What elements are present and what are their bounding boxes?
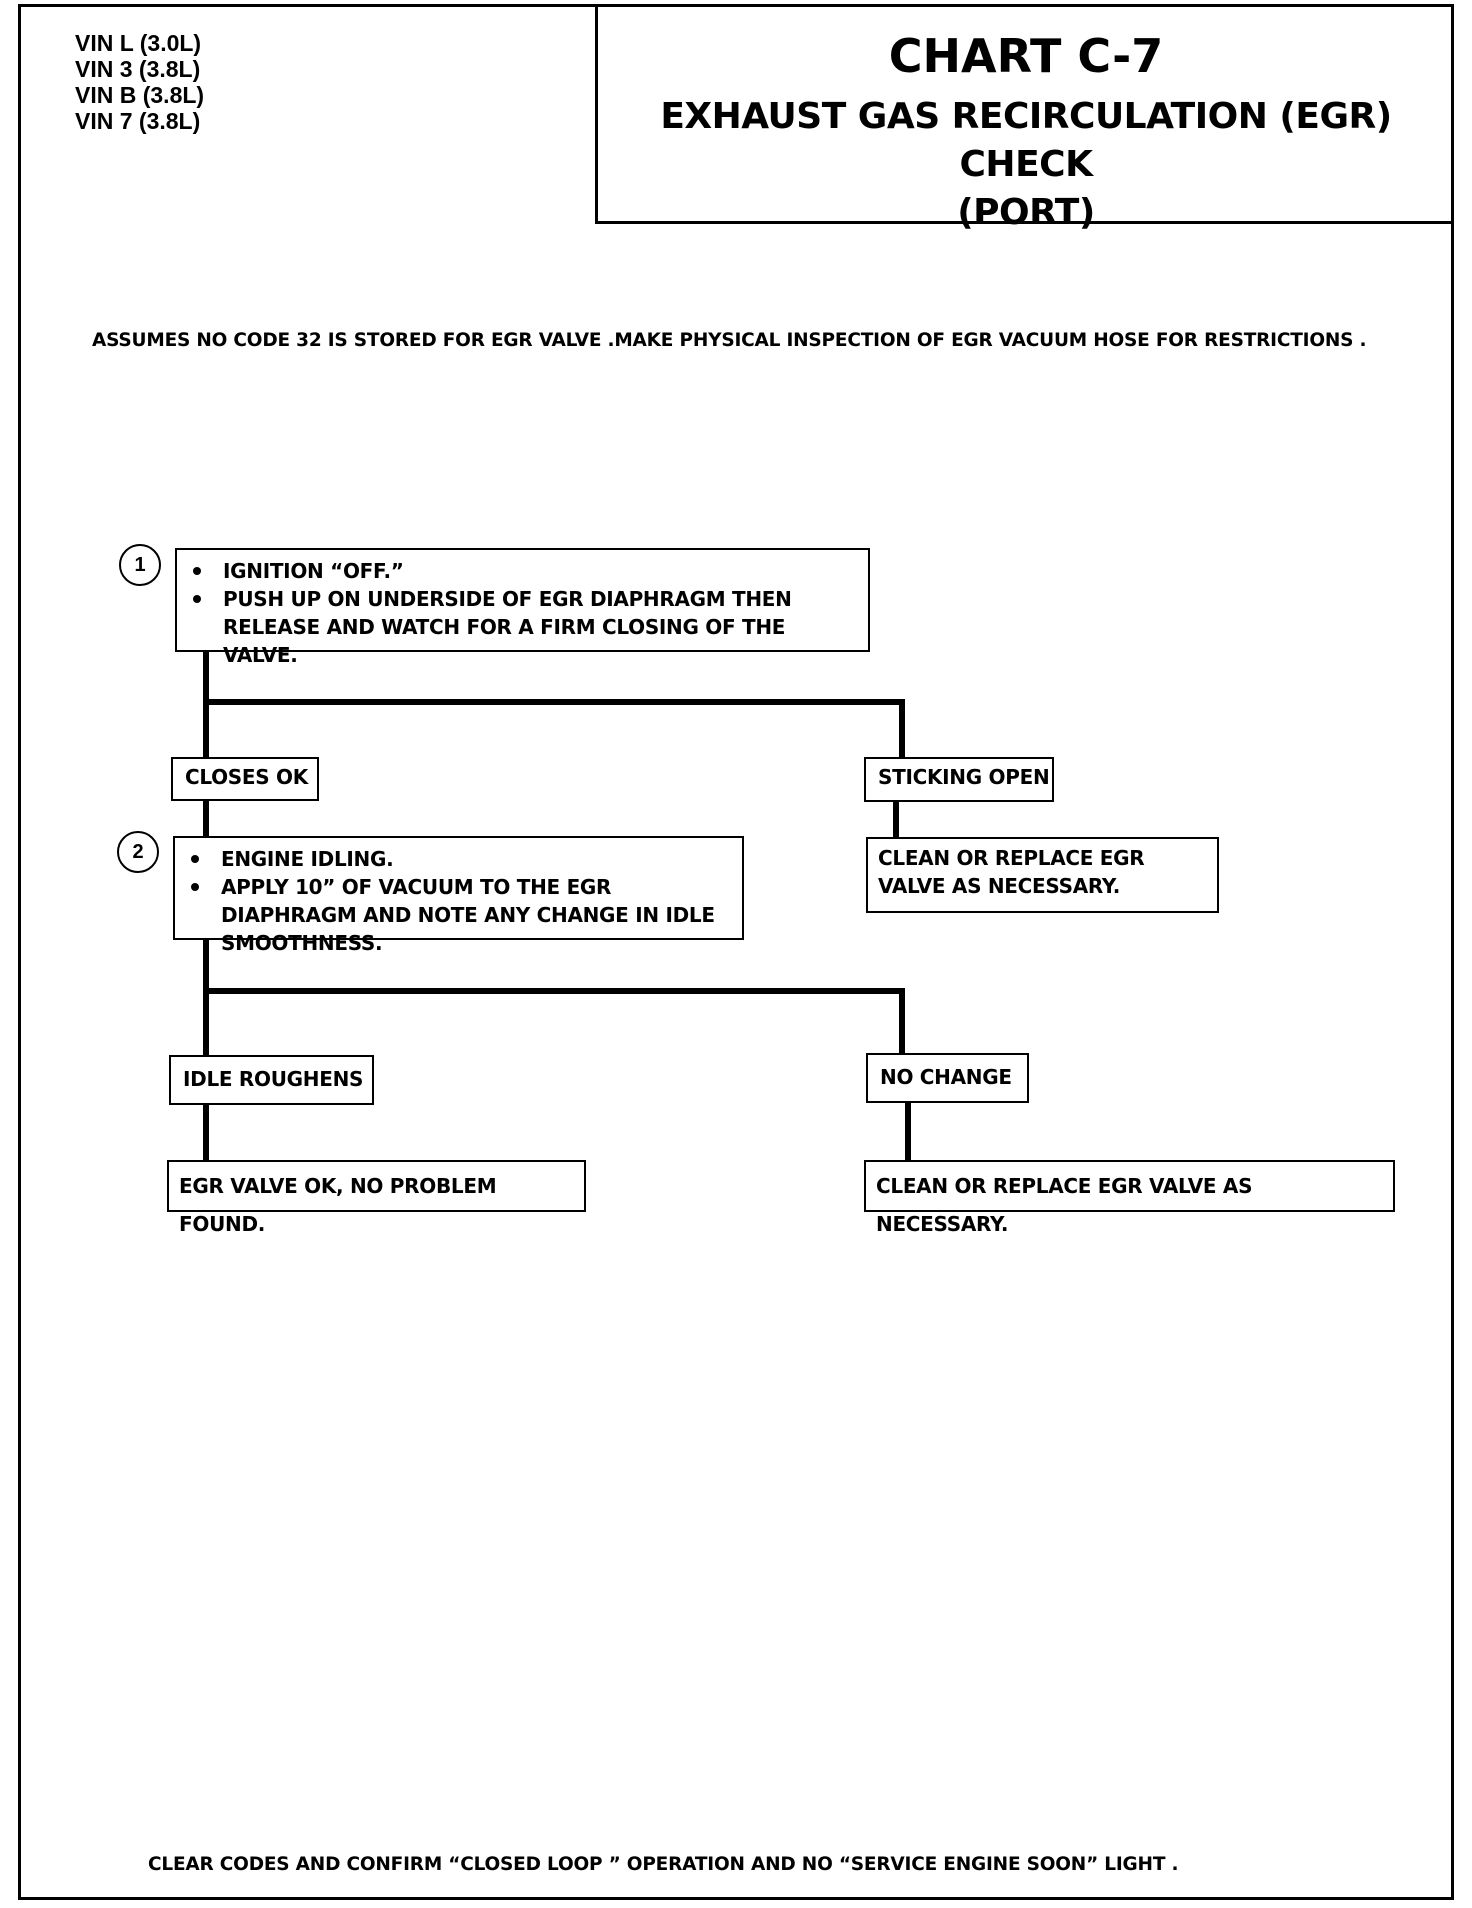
outcome-label-idle-roughens: IDLE ROUGHENS [169, 1055, 374, 1105]
connector-line [899, 699, 905, 759]
vin-item: VIN 7 (3.8L) [75, 108, 201, 134]
connector-line [203, 800, 209, 842]
chart-title: CHART C-7 [888, 29, 1164, 83]
footer-instruction: CLEAR CODES AND CONFIRM “CLOSED LOOP ” O… [148, 1854, 1179, 1875]
result-clean-replace-1: CLEAN OR REPLACE EGR VALVE AS NECESSARY. [866, 837, 1219, 913]
connector-line [905, 1103, 911, 1163]
step-bullet: APPLY 10” OF VACUUM TO THE EGR DIAPHRAGM… [185, 873, 732, 957]
connector-line [203, 940, 209, 1059]
outcome-label-closes-ok: CLOSES OK [171, 757, 319, 801]
step-number-badge: 2 [117, 831, 159, 873]
result-egr-ok: EGR VALVE OK, NO PROBLEM FOUND. [167, 1160, 586, 1236]
step-bullet: IGNITION “OFF.” [187, 557, 858, 585]
connector-line [203, 988, 905, 994]
title-box: CHART C-7 EXHAUST GAS RECIRCULATION (EGR… [595, 4, 1454, 233]
page-frame [18, 4, 1454, 1900]
step-2-box: ENGINE IDLING. APPLY 10” OF VACUUM TO TH… [173, 836, 744, 955]
connector-line [899, 988, 905, 1054]
connector-line [203, 699, 905, 705]
step-1-box: IGNITION “OFF.” PUSH UP ON UNDERSIDE OF … [175, 548, 870, 667]
assumption-note: ASSUMES NO CODE 32 IS STORED FOR EGR VAL… [92, 330, 1367, 351]
connector-line [203, 651, 209, 783]
vin-item: VIN 3 (3.8L) [75, 56, 201, 82]
vin-item: VIN B (3.8L) [75, 82, 205, 108]
step-number-badge: 1 [119, 544, 161, 586]
chart-subtitle-line2: (PORT) [957, 192, 1095, 233]
vin-item: VIN L (3.0L) [75, 30, 202, 56]
outcome-label-no-change: NO CHANGE [866, 1053, 1029, 1103]
connector-line [893, 802, 899, 840]
outcome-label-sticking-open: STICKING OPEN [864, 757, 1054, 802]
step-bullet: ENGINE IDLING. [185, 845, 732, 873]
vin-list: VIN L (3.0L) VIN 3 (3.8L) VIN B (3.8L) V… [75, 30, 204, 134]
connector-line [203, 1103, 209, 1163]
result-clean-replace-2: CLEAN OR REPLACE EGR VALVE AS NECESSARY. [864, 1160, 1395, 1236]
chart-subtitle-line1: EXHAUST GAS RECIRCULATION (EGR) CHECK [660, 96, 1392, 185]
step-bullet: PUSH UP ON UNDERSIDE OF EGR DIAPHRAGM TH… [187, 585, 858, 669]
